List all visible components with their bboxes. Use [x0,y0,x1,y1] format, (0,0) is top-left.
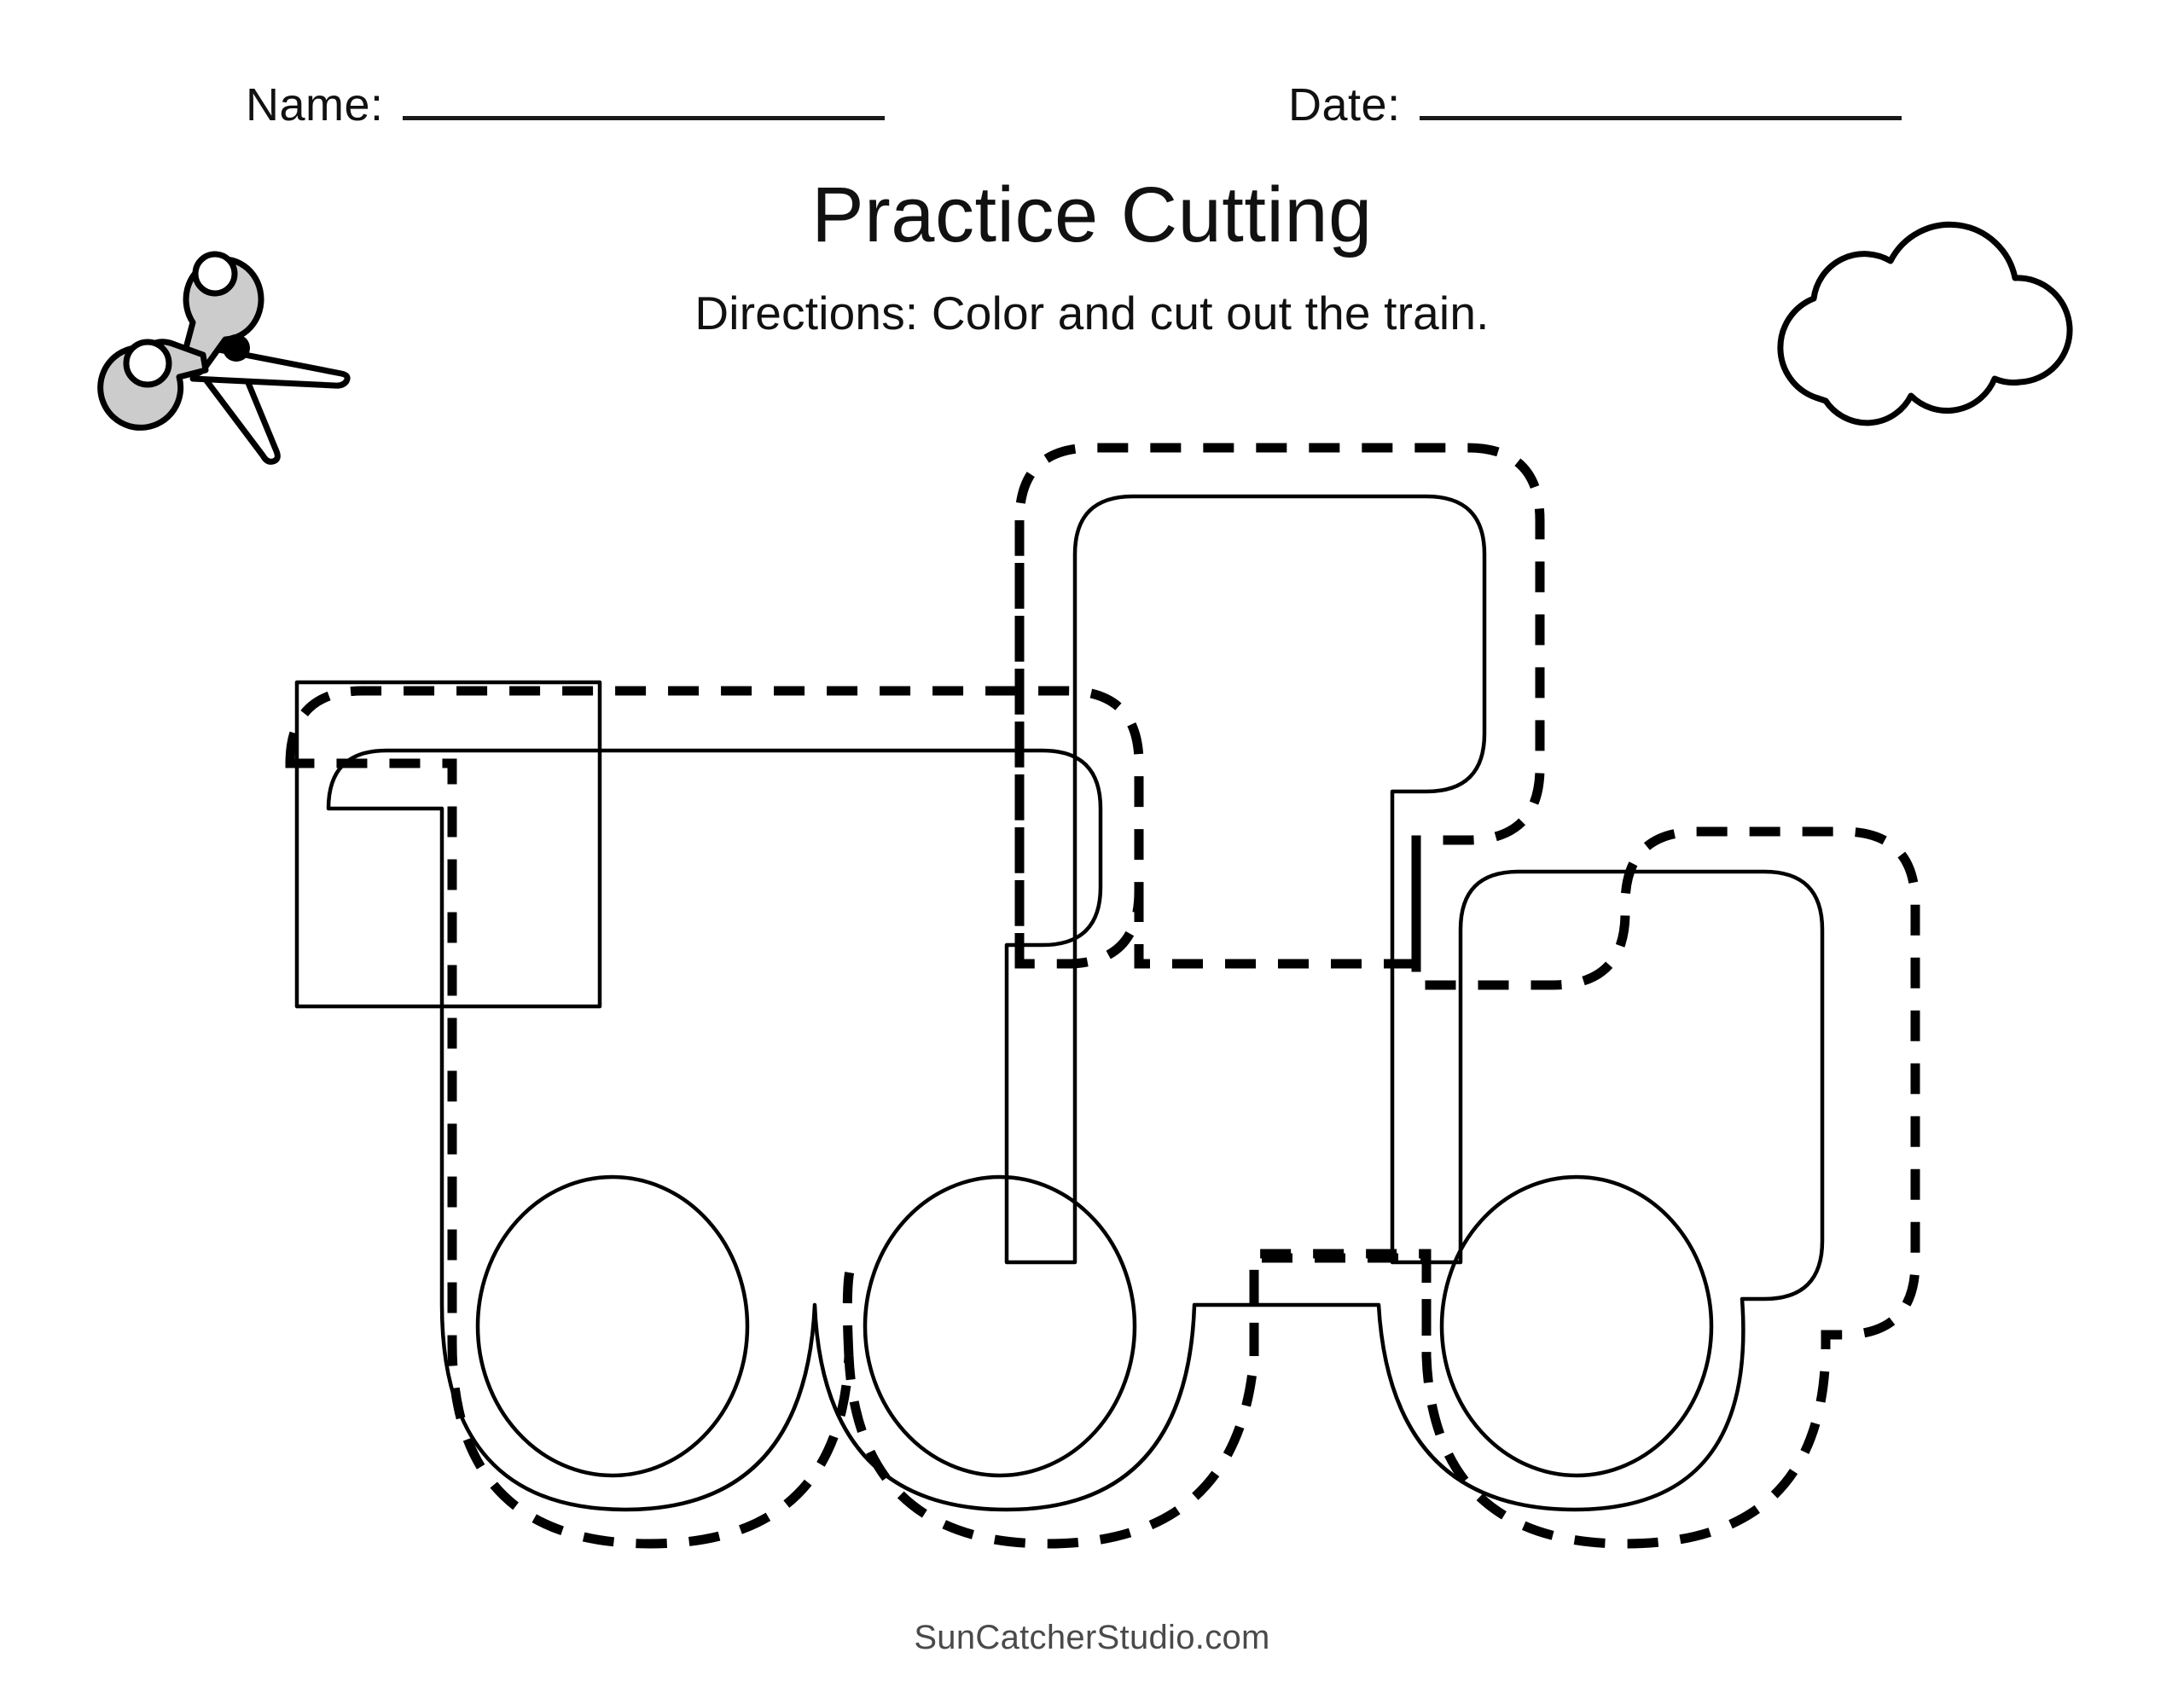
scissors-decoration [94,212,351,467]
student-info-row: Name: Date: [0,82,2184,150]
scissors-ring-hole-lower [123,339,172,388]
site-credit: SunCatcherStudio.com [914,1619,1270,1656]
train-icon [285,443,1920,1549]
cloud-outline-path [1777,221,2073,426]
scissors-icon [97,251,351,465]
train-window [294,680,602,1009]
directions-text: Directions: Color and cut out the train. [694,287,1490,339]
name-input-line[interactable] [402,114,885,120]
train-wheel-middle [863,1174,1137,1478]
scissors-ring-hole-upper [192,251,238,297]
date-field-group: Date: [1288,82,1902,128]
train-cut-line-valley-right [1249,1253,1432,1356]
train-cutting-area [0,401,2184,1595]
name-field-group: Name: [246,82,885,128]
train-outline-path [326,494,1825,1512]
cloud-decoration [1749,203,2090,426]
page-title: Practice Cutting [811,171,1373,258]
date-label: Date: [1288,79,1401,130]
date-input-line[interactable] [1419,114,1902,120]
train-cut-line-notch-bottom [1134,840,1421,969]
train-cut-line-valley-left [842,1257,863,1357]
train-cut-line-outer [285,443,1920,1549]
scissors-pivot-icon [223,334,250,362]
train-wheel-rear [475,1174,750,1478]
train-wheel-front [1439,1174,1714,1478]
cloud-icon [1777,221,2073,426]
name-label: Name: [246,79,384,130]
